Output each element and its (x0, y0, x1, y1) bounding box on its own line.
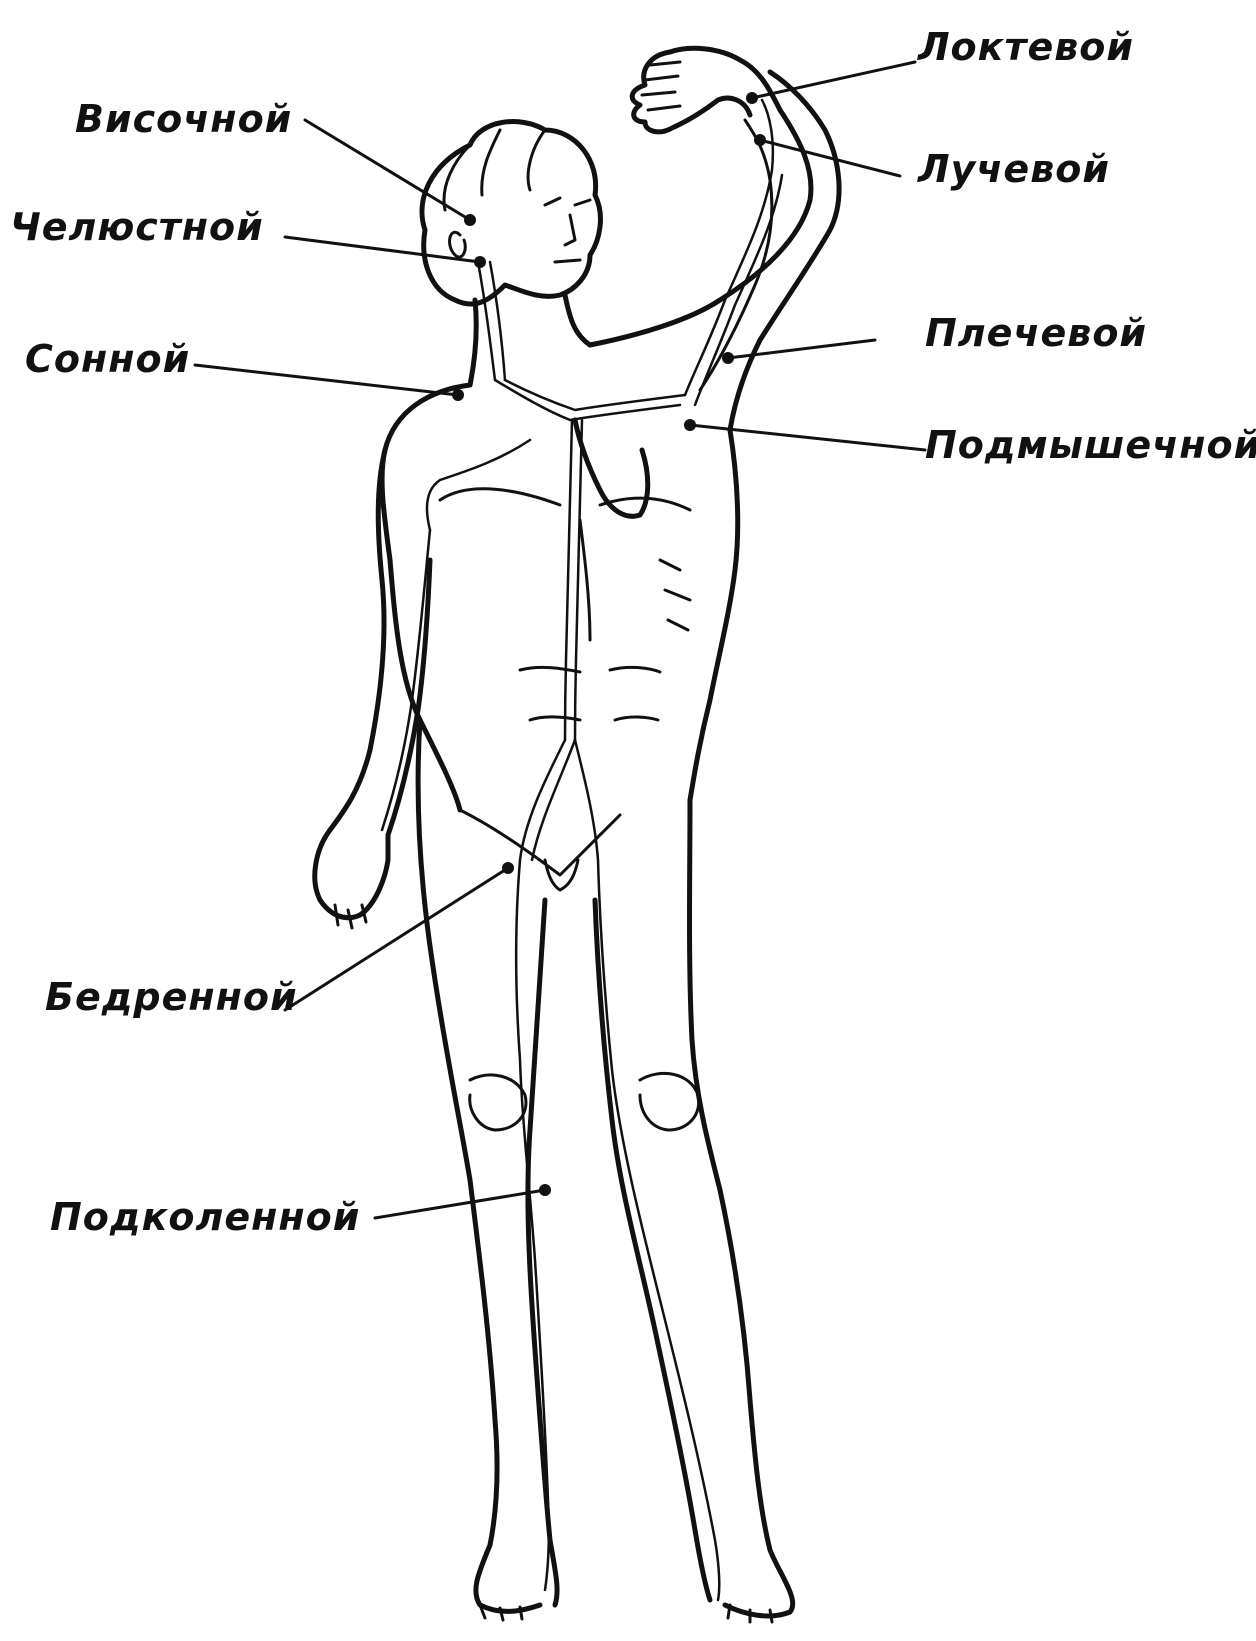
hair (444, 130, 545, 210)
leader-carotid (195, 365, 458, 395)
raised-forearm-inner (700, 120, 772, 390)
left-leg (418, 720, 557, 1611)
torso-right (690, 430, 738, 800)
label-axillary: Подмышечной (925, 423, 1256, 467)
right-knee (640, 1073, 699, 1130)
leader-lines (195, 62, 925, 1218)
chest (440, 489, 690, 640)
label-femoral: Бедренной (45, 975, 298, 1019)
neck (470, 295, 590, 385)
leader-brachial (728, 340, 875, 358)
label-temporal: Височной (75, 97, 292, 141)
aorta (565, 420, 582, 740)
ear (450, 232, 466, 257)
label-ulnar: Локтевой (917, 25, 1134, 69)
right-leg (595, 800, 793, 1616)
arteries (382, 100, 782, 1600)
human-figure (315, 48, 839, 1622)
leader-ulnar (752, 62, 915, 98)
hanging-arm (330, 450, 430, 835)
leader-axillary (690, 425, 925, 450)
face (545, 198, 590, 262)
iliac-femoral-right (575, 740, 719, 1600)
abdomen (520, 560, 690, 720)
label-brachial: Плечевой (925, 311, 1147, 355)
hanging-hand (315, 830, 388, 918)
label-popliteal: Подколенной (50, 1195, 360, 1239)
carotid-artery (478, 262, 505, 380)
labels: Височной Челюстной Сонной Локтевой Лучев… (10, 25, 1256, 1239)
label-carotid: Сонной (25, 337, 190, 381)
head-outline (422, 122, 600, 304)
leader-temporal (305, 120, 470, 220)
leader-popliteal (375, 1190, 545, 1218)
aortic-arch (495, 380, 685, 420)
label-mandibular: Челюстной (10, 205, 264, 249)
subclavian-left (427, 440, 530, 530)
left-knee (470, 1075, 526, 1130)
label-radial: Лучевой (917, 147, 1110, 191)
